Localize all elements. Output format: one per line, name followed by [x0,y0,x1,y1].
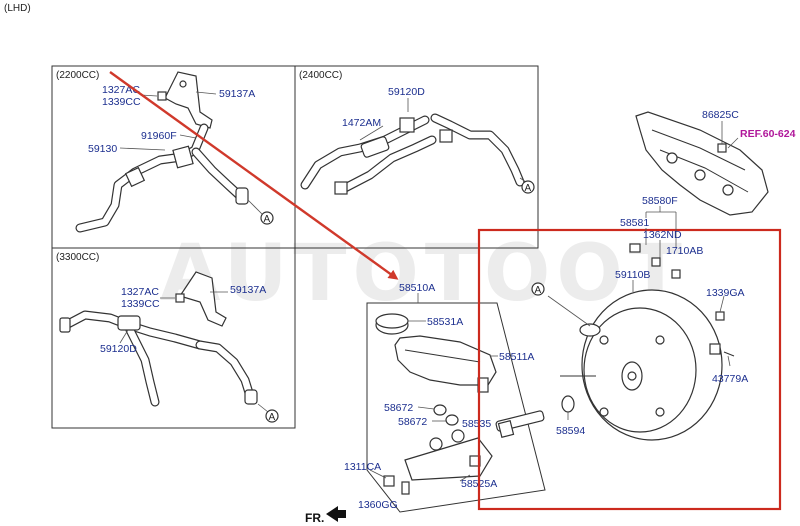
panel-2200cc-title: (2200CC) [56,70,99,81]
hose-clamp-2400-b [439,129,453,143]
lead-91960f [179,134,197,139]
bolt-1327ac-3300 [175,293,185,303]
label-58531a[interactable]: 58531A [427,316,463,328]
label-1311ca[interactable]: 1311CA [344,461,381,473]
hose-end-fitting [235,187,249,205]
lead-a-2200 [247,199,263,215]
hose-clamp [124,166,146,188]
panel-3300cc-frame [51,247,296,429]
bolt-1327ac [157,91,167,101]
grommet-58672-a [433,404,447,416]
front-direction-indicator: FR. [305,506,346,525]
label-58535[interactable]: 58535 [462,418,491,430]
label-59137a-2200[interactable]: 59137A [219,88,255,100]
booster-highlight-frame [477,228,782,511]
connector-a-2200 [260,211,274,225]
watermark: AUTOTOOT [160,229,688,319]
label-1339cc-2200[interactable]: 1339CC [102,96,141,108]
label-58581[interactable]: 58581 [620,217,649,229]
hose-end-fitting-3300 [244,389,258,405]
label-59137a-3300[interactable]: 59137A [230,284,266,296]
lead-1472am [359,125,384,141]
label-58672-a[interactable]: 58672 [384,402,413,414]
washer-1710ab [671,269,681,279]
connector-a-2200-letter: A [264,214,271,225]
panel-3300cc-title: (3300CC) [56,252,99,263]
panel-2400cc: (2400CC) A 59120D 1472AM [294,65,539,249]
check-valve-1472am [360,136,390,158]
check-valve-3300 [117,315,141,331]
hose-clamp-2400-c [334,181,348,195]
panel-2400cc-frame [294,65,539,249]
connector-a-booster-letter: A [535,285,542,296]
ref-60-624-link[interactable]: REF.60-624 [740,128,796,140]
master-cylinder-frame [366,302,546,513]
label-1339cc-3300[interactable]: 1339CC [121,298,160,310]
lead-59137a [195,91,217,95]
bracket-59137a [164,71,213,129]
label-59130[interactable]: 59130 [88,143,117,155]
panel-3300cc: (3300CC) A 1327AC 1339CC 59137A 59120D [51,247,296,429]
connector-a-booster [531,282,545,296]
front-arrow-icon [326,506,346,522]
label-59120d-3300[interactable]: 59120D [100,343,137,355]
clevis-43779a [709,343,721,355]
gasket-58594 [561,395,575,413]
label-59120d-2400[interactable]: 59120D [388,86,425,98]
bolt-1360gg [401,481,410,495]
label-58510a[interactable]: 58510A [399,282,435,294]
bracket-59137a-3300 [179,271,227,327]
front-label: FR. [305,511,324,525]
nut-1311ca [383,475,395,487]
label-1339ga[interactable]: 1339GA [706,287,745,299]
master-cylinder-body [404,437,493,481]
connector-a-3300-letter: A [269,412,276,423]
label-58672-b[interactable]: 58672 [398,416,427,428]
master-cylinder-group: 58510A 58531A 58511A 58672 58672 58535 5… [344,282,546,513]
hose-end-3300 [59,317,71,333]
vacuum-nipple-86825c [717,143,727,153]
check-valve-91960f [172,145,194,169]
label-1710ab[interactable]: 1710AB [666,245,703,257]
grommet-58672-b [445,414,459,426]
vacuum-port [579,323,601,337]
panel-2200cc: (2200CC) A 1327AC 1339CC 59137A 91960F 5… [51,65,296,249]
label-58594[interactable]: 58594 [556,425,585,437]
label-59110b[interactable]: 59110B [615,269,650,281]
intake-manifold [635,111,769,216]
lead-59130 [119,147,166,151]
label-1362nd[interactable]: 1362ND [643,229,682,241]
connector-a-3300 [265,409,279,423]
lhd-label: (LHD) [4,3,31,14]
hose-clamp-2400-a [399,117,415,133]
panel-2400cc-title: (2400CC) [299,70,342,81]
fluid-reservoir-58511a [394,335,497,386]
label-86825c[interactable]: 86825C [702,109,739,121]
intake-manifold-ref: 86825C REF.60-624 [635,109,796,216]
nut-1339ga [715,311,725,321]
check-valve-58581 [629,243,641,253]
label-43779a[interactable]: 43779A [712,373,748,385]
label-58580f[interactable]: 58580F [642,195,678,207]
label-58511a[interactable]: 58511A [499,351,534,363]
pointer-arrow [109,71,399,280]
bracket-hole [179,80,187,88]
label-1327ac-3300[interactable]: 1327AC [121,286,159,298]
label-91960f[interactable]: 91960F [141,130,177,142]
label-1360gg[interactable]: 1360GG [358,499,398,511]
connector-a-2400 [521,180,535,194]
brake-booster-group: 58580F 58581 1362ND 1710AB A 58594 59110… [477,195,782,511]
connector-a-2400-letter: A [525,183,532,194]
label-1472am[interactable]: 1472AM [342,117,381,129]
